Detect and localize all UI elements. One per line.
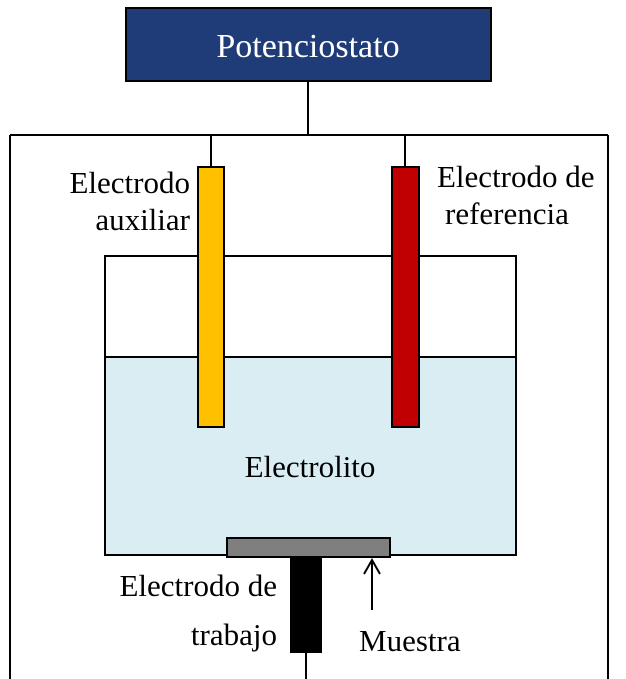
working-electrode-label-line2: trabajo [191,617,277,652]
sample-arrow [363,557,381,610]
sample-plate [226,537,391,558]
electrolyte-label: Electrolito [245,449,376,484]
electrolyte-fill [105,357,516,555]
reference-electrode-label-line1: Electrodo de [437,159,595,194]
working-electrode-label-line1: Electrodo de [119,568,277,603]
working-electrode [290,557,322,653]
potentiostat-label: Potenciostato [216,28,399,65]
reference-electrode [391,166,420,428]
auxiliary-electrode-label-line2: auxiliar [95,202,190,237]
auxiliary-electrode-label-line1: Electrodo [69,165,190,200]
sample-label: Muestra [359,623,461,658]
potentiostat-box [125,7,492,82]
wiring [9,81,609,679]
auxiliary-electrode [197,166,225,428]
reference-electrode-label-line2: referencia [445,196,569,231]
